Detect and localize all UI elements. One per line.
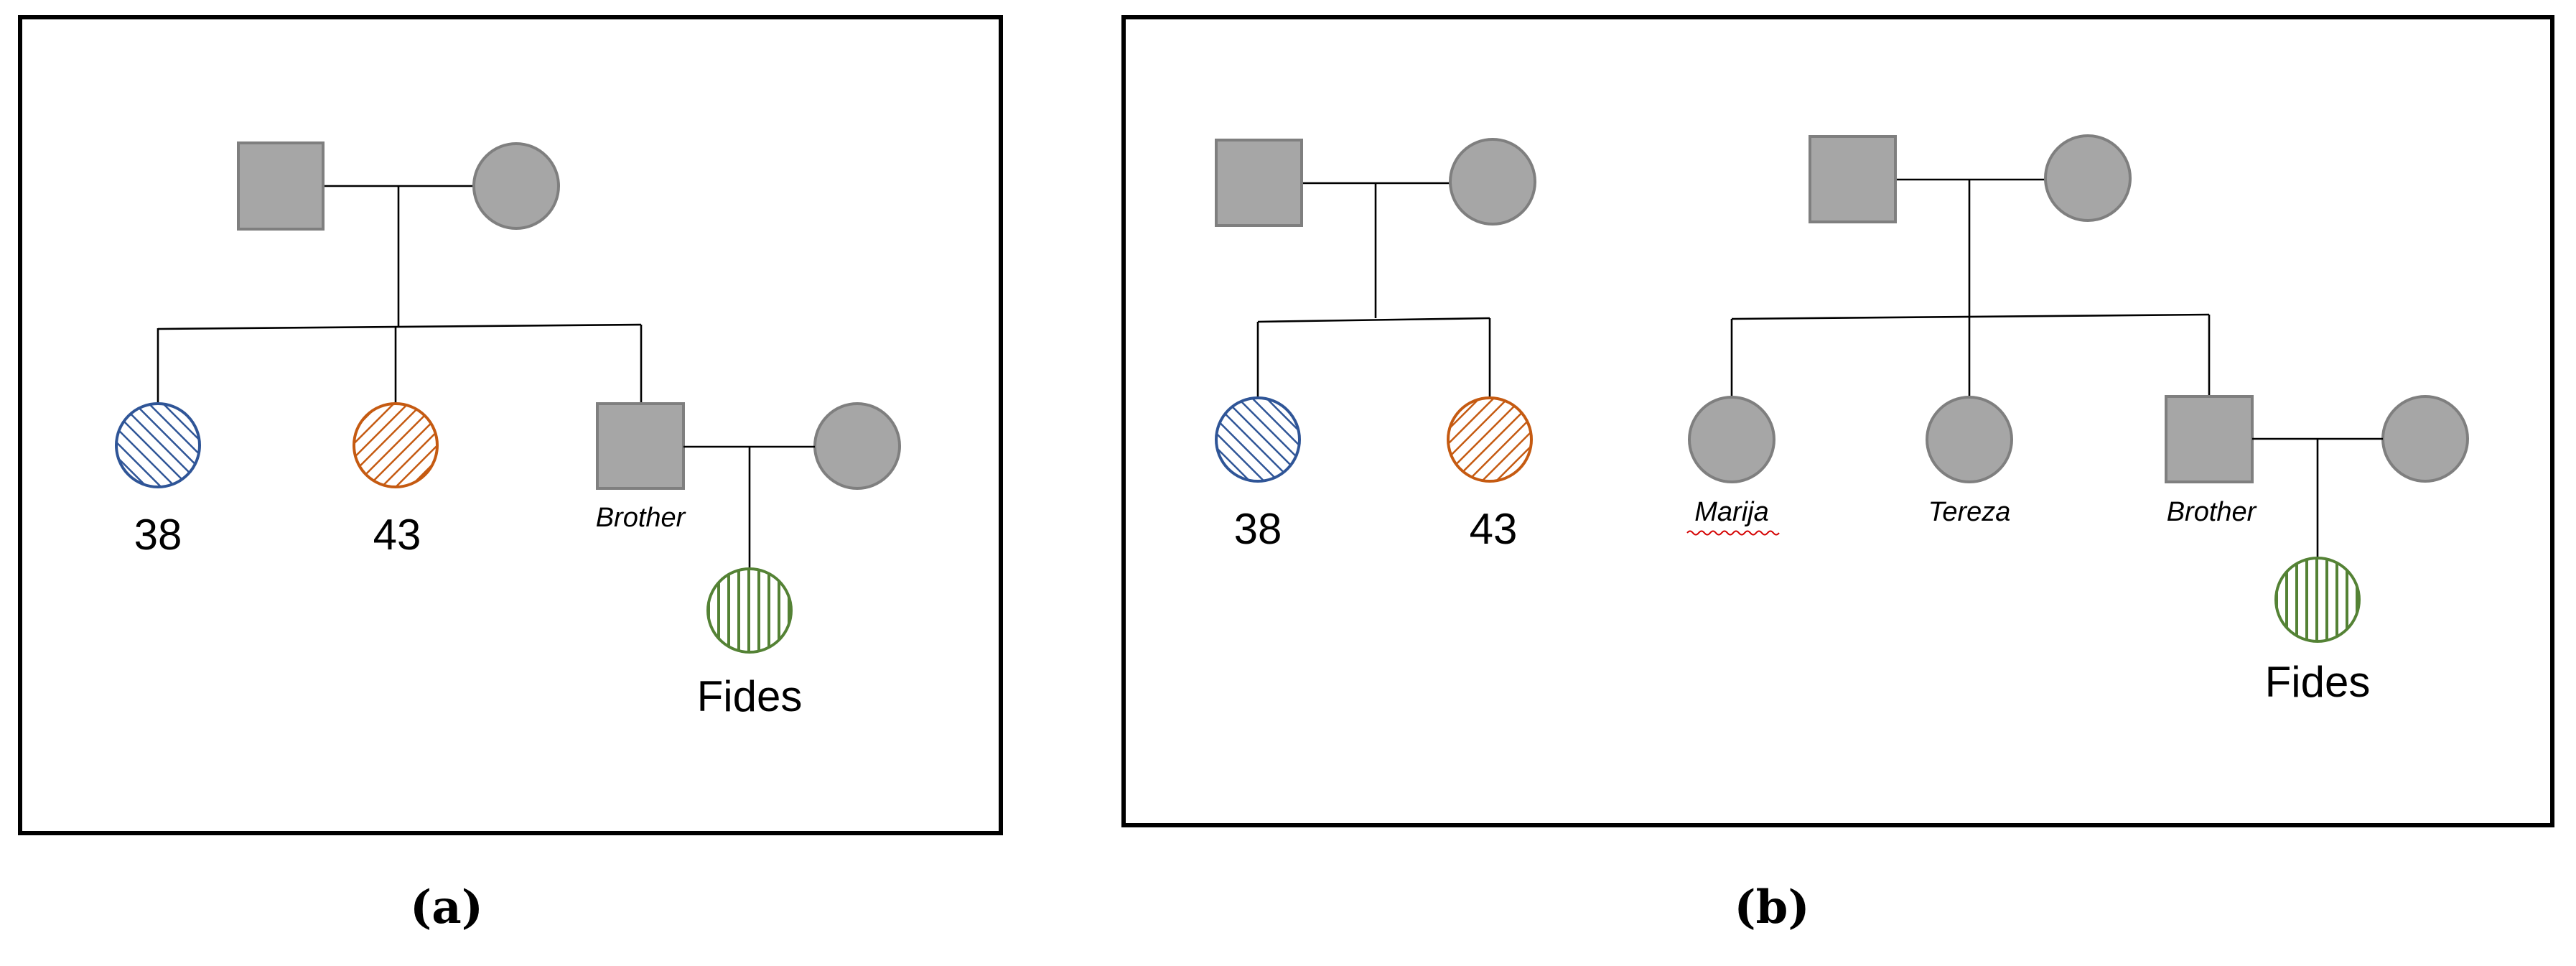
panel-b-brother-spouse-circle — [2381, 395, 2469, 483]
panel-b-right-father-square — [1809, 135, 1897, 223]
panel-a-caption: (a) — [410, 881, 483, 934]
panel-b-spellcheck-underline — [1686, 530, 1780, 536]
panel-b-label-38: 38 — [1234, 505, 1282, 553]
panel-a-label-brother: Brother — [596, 503, 686, 533]
panel-b-label-tereza: Tereza — [1928, 497, 2011, 527]
panel-b-label-43: 43 — [1470, 505, 1518, 553]
panel-a: 38 43 Brother Fides (a) — [18, 15, 1003, 934]
panel-a-label-38: 38 — [134, 511, 182, 559]
panel-b-label-fides: Fides — [2265, 658, 2371, 706]
panel-b-fides-circle — [2274, 557, 2361, 643]
panel-b-child-orange-circle — [1447, 396, 1533, 483]
panel-a-label-fides: Fides — [697, 672, 803, 720]
panel-b-brother-square — [2165, 395, 2254, 483]
panel-a-father-square — [237, 141, 325, 231]
panel-b-child-blue-circle — [1215, 396, 1301, 483]
panel-b-left-father-square — [1215, 139, 1303, 227]
panel-b-right-mother-circle — [2044, 134, 2132, 222]
panel-a-brother-spouse-circle — [813, 402, 901, 490]
panel-b: 38 43 Marija Tereza Brother Fides (b) — [1121, 15, 2554, 934]
panel-a-mother-circle — [472, 142, 560, 230]
panel-a-label-43: 43 — [373, 511, 421, 559]
panel-b-label-brother: Brother — [2167, 497, 2257, 527]
panel-a-brother-square — [596, 402, 685, 490]
panel-b-label-marija: Marija — [1694, 497, 1768, 527]
panel-a-child-orange-circle — [353, 402, 439, 488]
panel-a-fides-circle — [706, 567, 793, 654]
panel-a-child-blue-circle — [115, 402, 201, 488]
panel-b-left-mother-circle — [1449, 138, 1536, 226]
panel-b-tereza-circle — [1926, 396, 2013, 483]
panel-b-marija-circle — [1688, 396, 1775, 483]
panel-b-caption: (b) — [1734, 881, 1809, 934]
